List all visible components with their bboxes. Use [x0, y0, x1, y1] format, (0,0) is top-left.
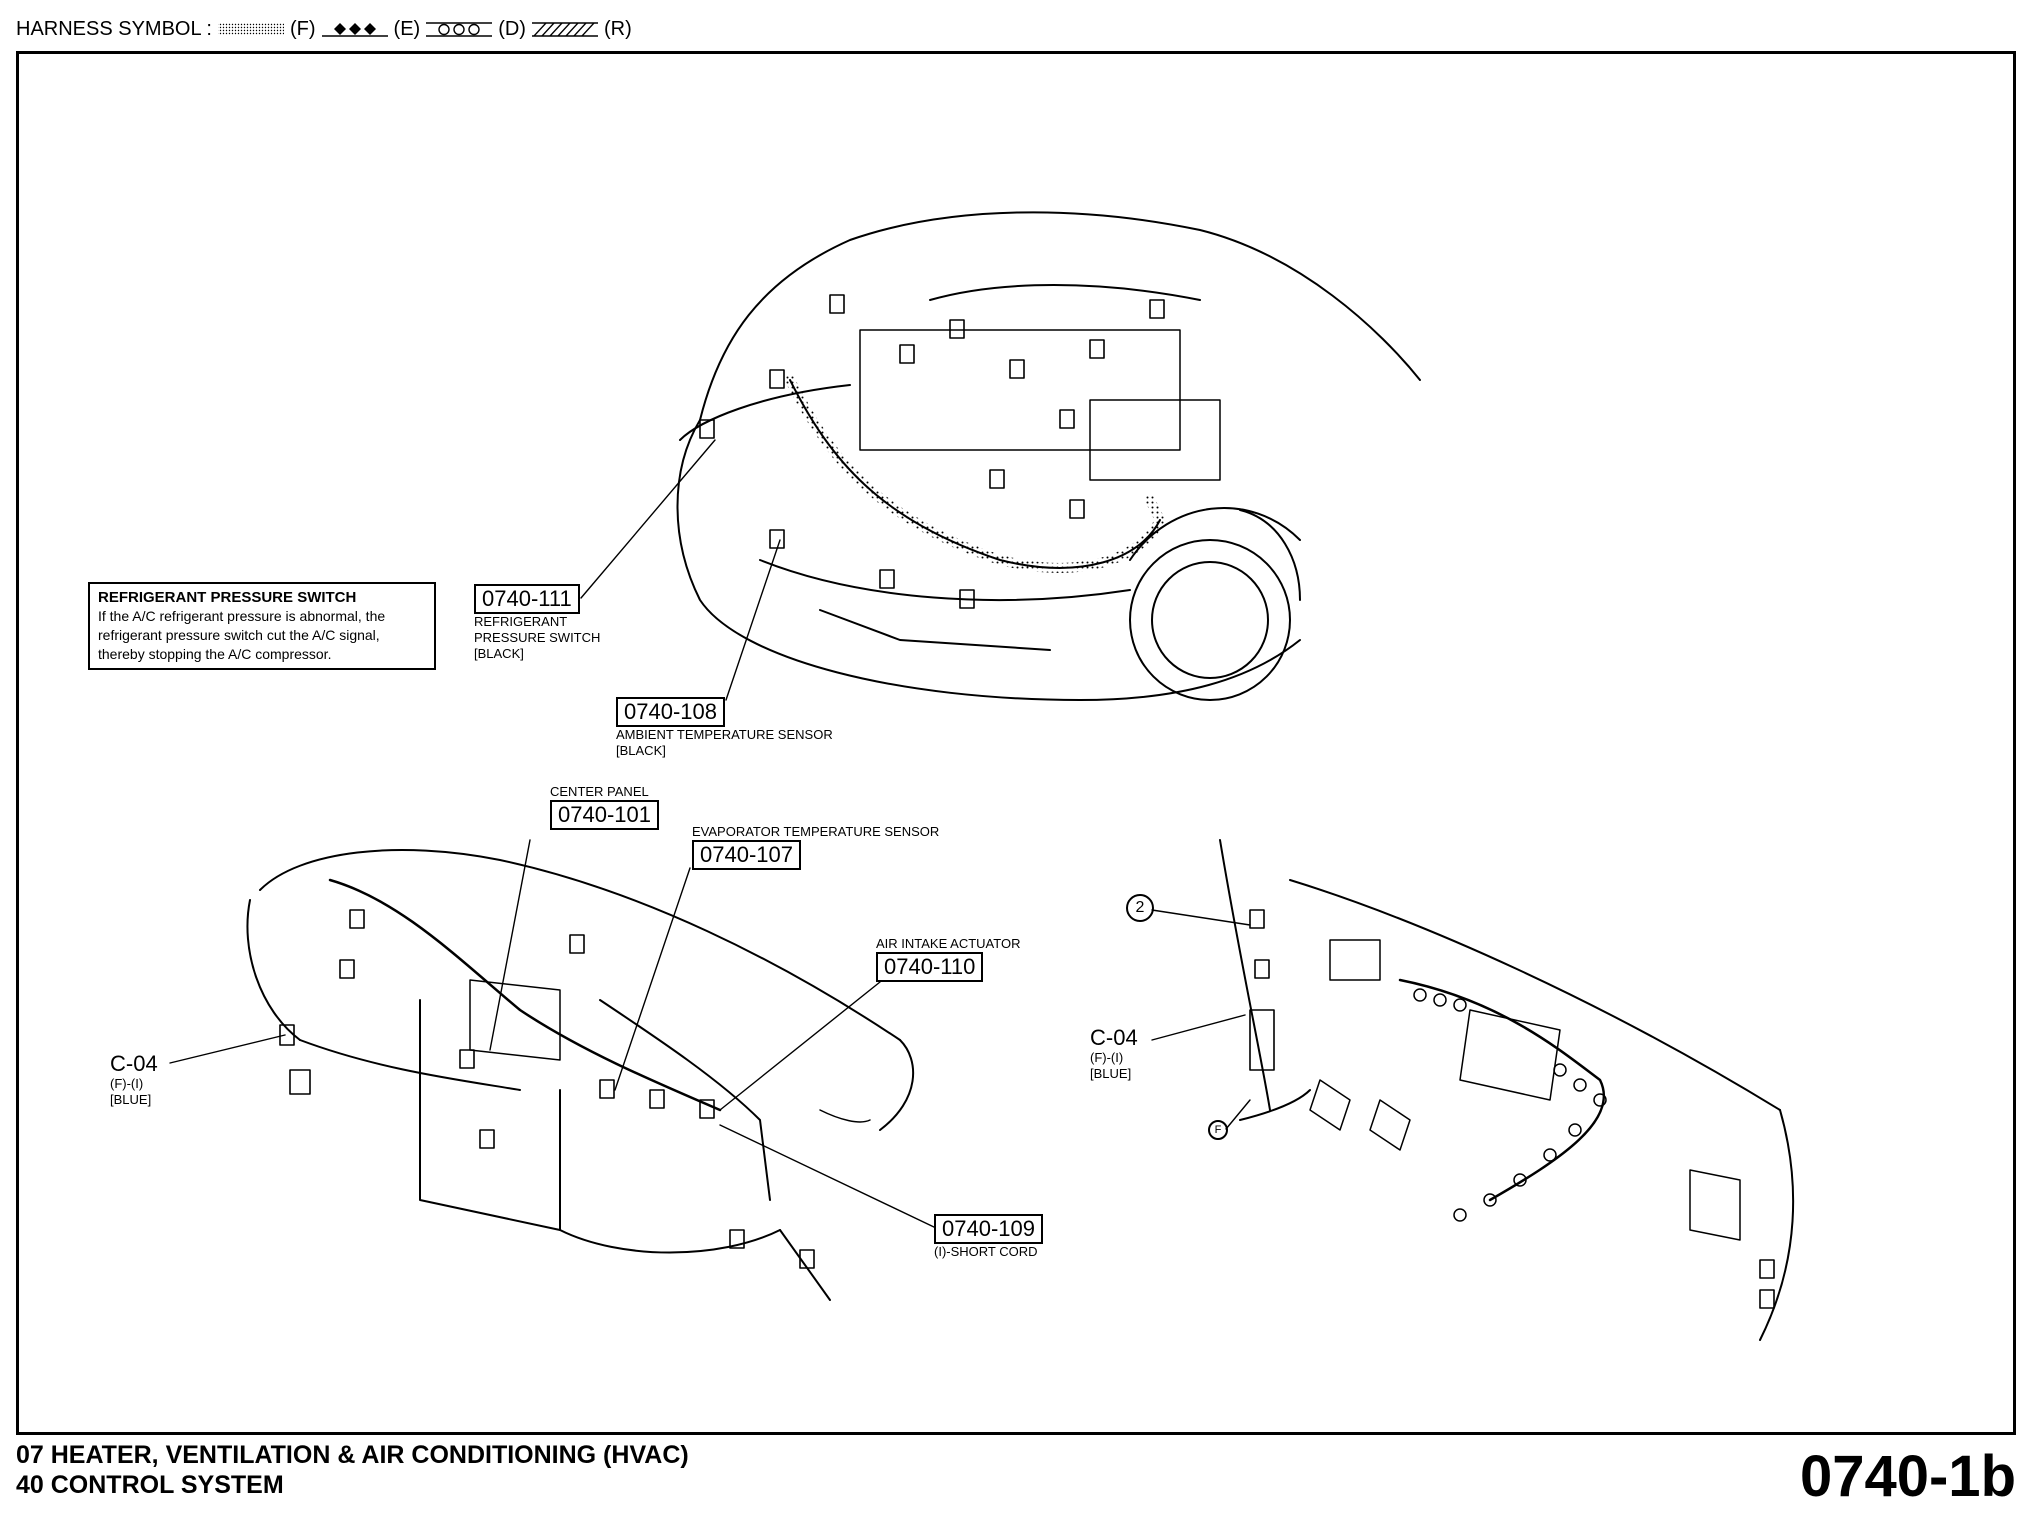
section-footer: 07 HEATER, VENTILATION & AIR CONDITIONIN…: [16, 1440, 689, 1500]
circle-band-icon: [426, 22, 493, 37]
callout-0740-111[interactable]: 0740-111 REFRIGERANT PRESSURE SWITCH [BL…: [474, 584, 600, 662]
connector-id: 0740-108: [616, 697, 725, 727]
legend-code-r: (R): [603, 17, 632, 40]
callout-0740-107[interactable]: EVAPORATOR TEMPERATURE SENSOR 0740-107: [692, 824, 939, 870]
diagram-frame: [16, 51, 2016, 1435]
callout-line: [BLACK]: [616, 743, 666, 758]
connector-c04-dash[interactable]: C-04 (F)-(I) [BLUE]: [110, 1052, 158, 1108]
callout-0740-101[interactable]: CENTER PANEL 0740-101: [550, 784, 659, 830]
legend-code-e: (E): [393, 17, 421, 40]
engine-compartment-illustration: [580, 211, 1421, 701]
connector-line: [BLUE]: [1090, 1066, 1132, 1081]
note-body: If the A/C refrigerant pressure is abnor…: [98, 608, 386, 662]
marker-f: F: [1208, 1120, 1228, 1140]
under-dash-illustration: [1151, 839, 1795, 1341]
callout-title: EVAPORATOR TEMPERATURE SENSOR: [692, 824, 940, 839]
connector-id: 0740-111: [474, 584, 580, 614]
connector-id: 0740-101: [550, 800, 659, 830]
refrigerant-pressure-note: REFRIGERANT PRESSURE SWITCH If the A/C r…: [88, 582, 436, 670]
callout-0740-108[interactable]: 0740-108 AMBIENT TEMPERATURE SENSOR [BLA…: [616, 697, 833, 759]
connector-line: (F)-(I): [110, 1076, 144, 1091]
callout-0740-109[interactable]: 0740-109 (I)-SHORT CORD: [934, 1214, 1043, 1260]
callout-line: AMBIENT TEMPERATURE SENSOR: [616, 727, 833, 742]
callout-line: [BLACK]: [474, 646, 524, 661]
connector-id: 0740-109: [934, 1214, 1043, 1244]
marker-2[interactable]: 2: [1126, 894, 1154, 922]
connector-id: 0740-110: [876, 952, 984, 982]
legend-label: HARNESS SYMBOL :: [16, 17, 212, 40]
connector-c04-under-dash[interactable]: C-04 (F)-(I) [BLUE]: [1090, 1026, 1138, 1082]
callout-title: CENTER PANEL: [550, 784, 649, 799]
section-line: 07 HEATER, VENTILATION & AIR CONDITIONIN…: [16, 1441, 689, 1469]
connector-line: [BLUE]: [110, 1092, 152, 1107]
callout-line: (I)-SHORT CORD: [934, 1244, 1038, 1259]
connector-id: C-04: [110, 1051, 158, 1076]
page-code: 0740-1b: [1799, 1444, 2016, 1509]
callout-title: AIR INTAKE ACTUATOR: [876, 936, 1021, 951]
note-title: REFRIGERANT PRESSURE SWITCH: [98, 589, 357, 606]
harness-symbol-legend: HARNESS SYMBOL : (F) (E) (D) (R): [16, 14, 632, 44]
dotted-band-icon: [217, 23, 284, 35]
connector-id: 0740-107: [692, 840, 801, 870]
callout-line: PRESSURE SWITCH: [474, 630, 601, 645]
legend-code-d: (D): [498, 17, 526, 40]
connector-line: (F)-(I): [1090, 1050, 1124, 1065]
connector-id: C-04: [1090, 1025, 1138, 1050]
callout-line: REFRIGERANT: [474, 614, 568, 629]
subsection-line: 40 CONTROL SYSTEM: [16, 1471, 284, 1499]
hatched-band-icon: [531, 22, 598, 37]
callout-0740-110[interactable]: AIR INTAKE ACTUATOR 0740-110: [876, 936, 1020, 982]
legend-code-f: (F): [289, 17, 316, 40]
diamond-band-icon: [321, 23, 388, 37]
dashboard-illustration: [169, 839, 937, 1301]
